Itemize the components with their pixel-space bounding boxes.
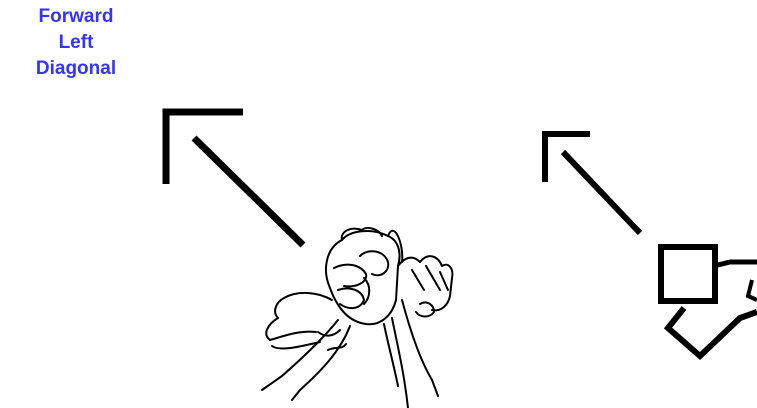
left-diagonal-arrow <box>166 112 303 245</box>
lower-hand-finger-1 <box>266 318 316 340</box>
left-arrow-shaft <box>194 138 303 245</box>
lower-arm-upper <box>262 320 338 390</box>
lower-arm-lower <box>292 326 350 400</box>
open-hand-finger-line-2 <box>426 266 440 290</box>
lower-hand-top <box>275 293 332 318</box>
symbol-bent-hand <box>668 308 757 356</box>
fist-outline <box>326 231 400 324</box>
open-hand-finger-line-1 <box>412 270 424 290</box>
fist-finger-fold-2 <box>338 288 364 308</box>
forearm-center <box>392 318 408 408</box>
open-hand-finger-line-3 <box>440 272 448 290</box>
symbol-hook <box>748 280 757 300</box>
symbol-thumb-bracket <box>714 262 757 266</box>
fist-finger-fold-1 <box>334 265 366 287</box>
symbol-fist-square <box>661 247 715 301</box>
symbol-arrow-shaft <box>563 152 640 233</box>
hands-illustration <box>262 228 452 408</box>
movement-symbol <box>545 134 757 356</box>
